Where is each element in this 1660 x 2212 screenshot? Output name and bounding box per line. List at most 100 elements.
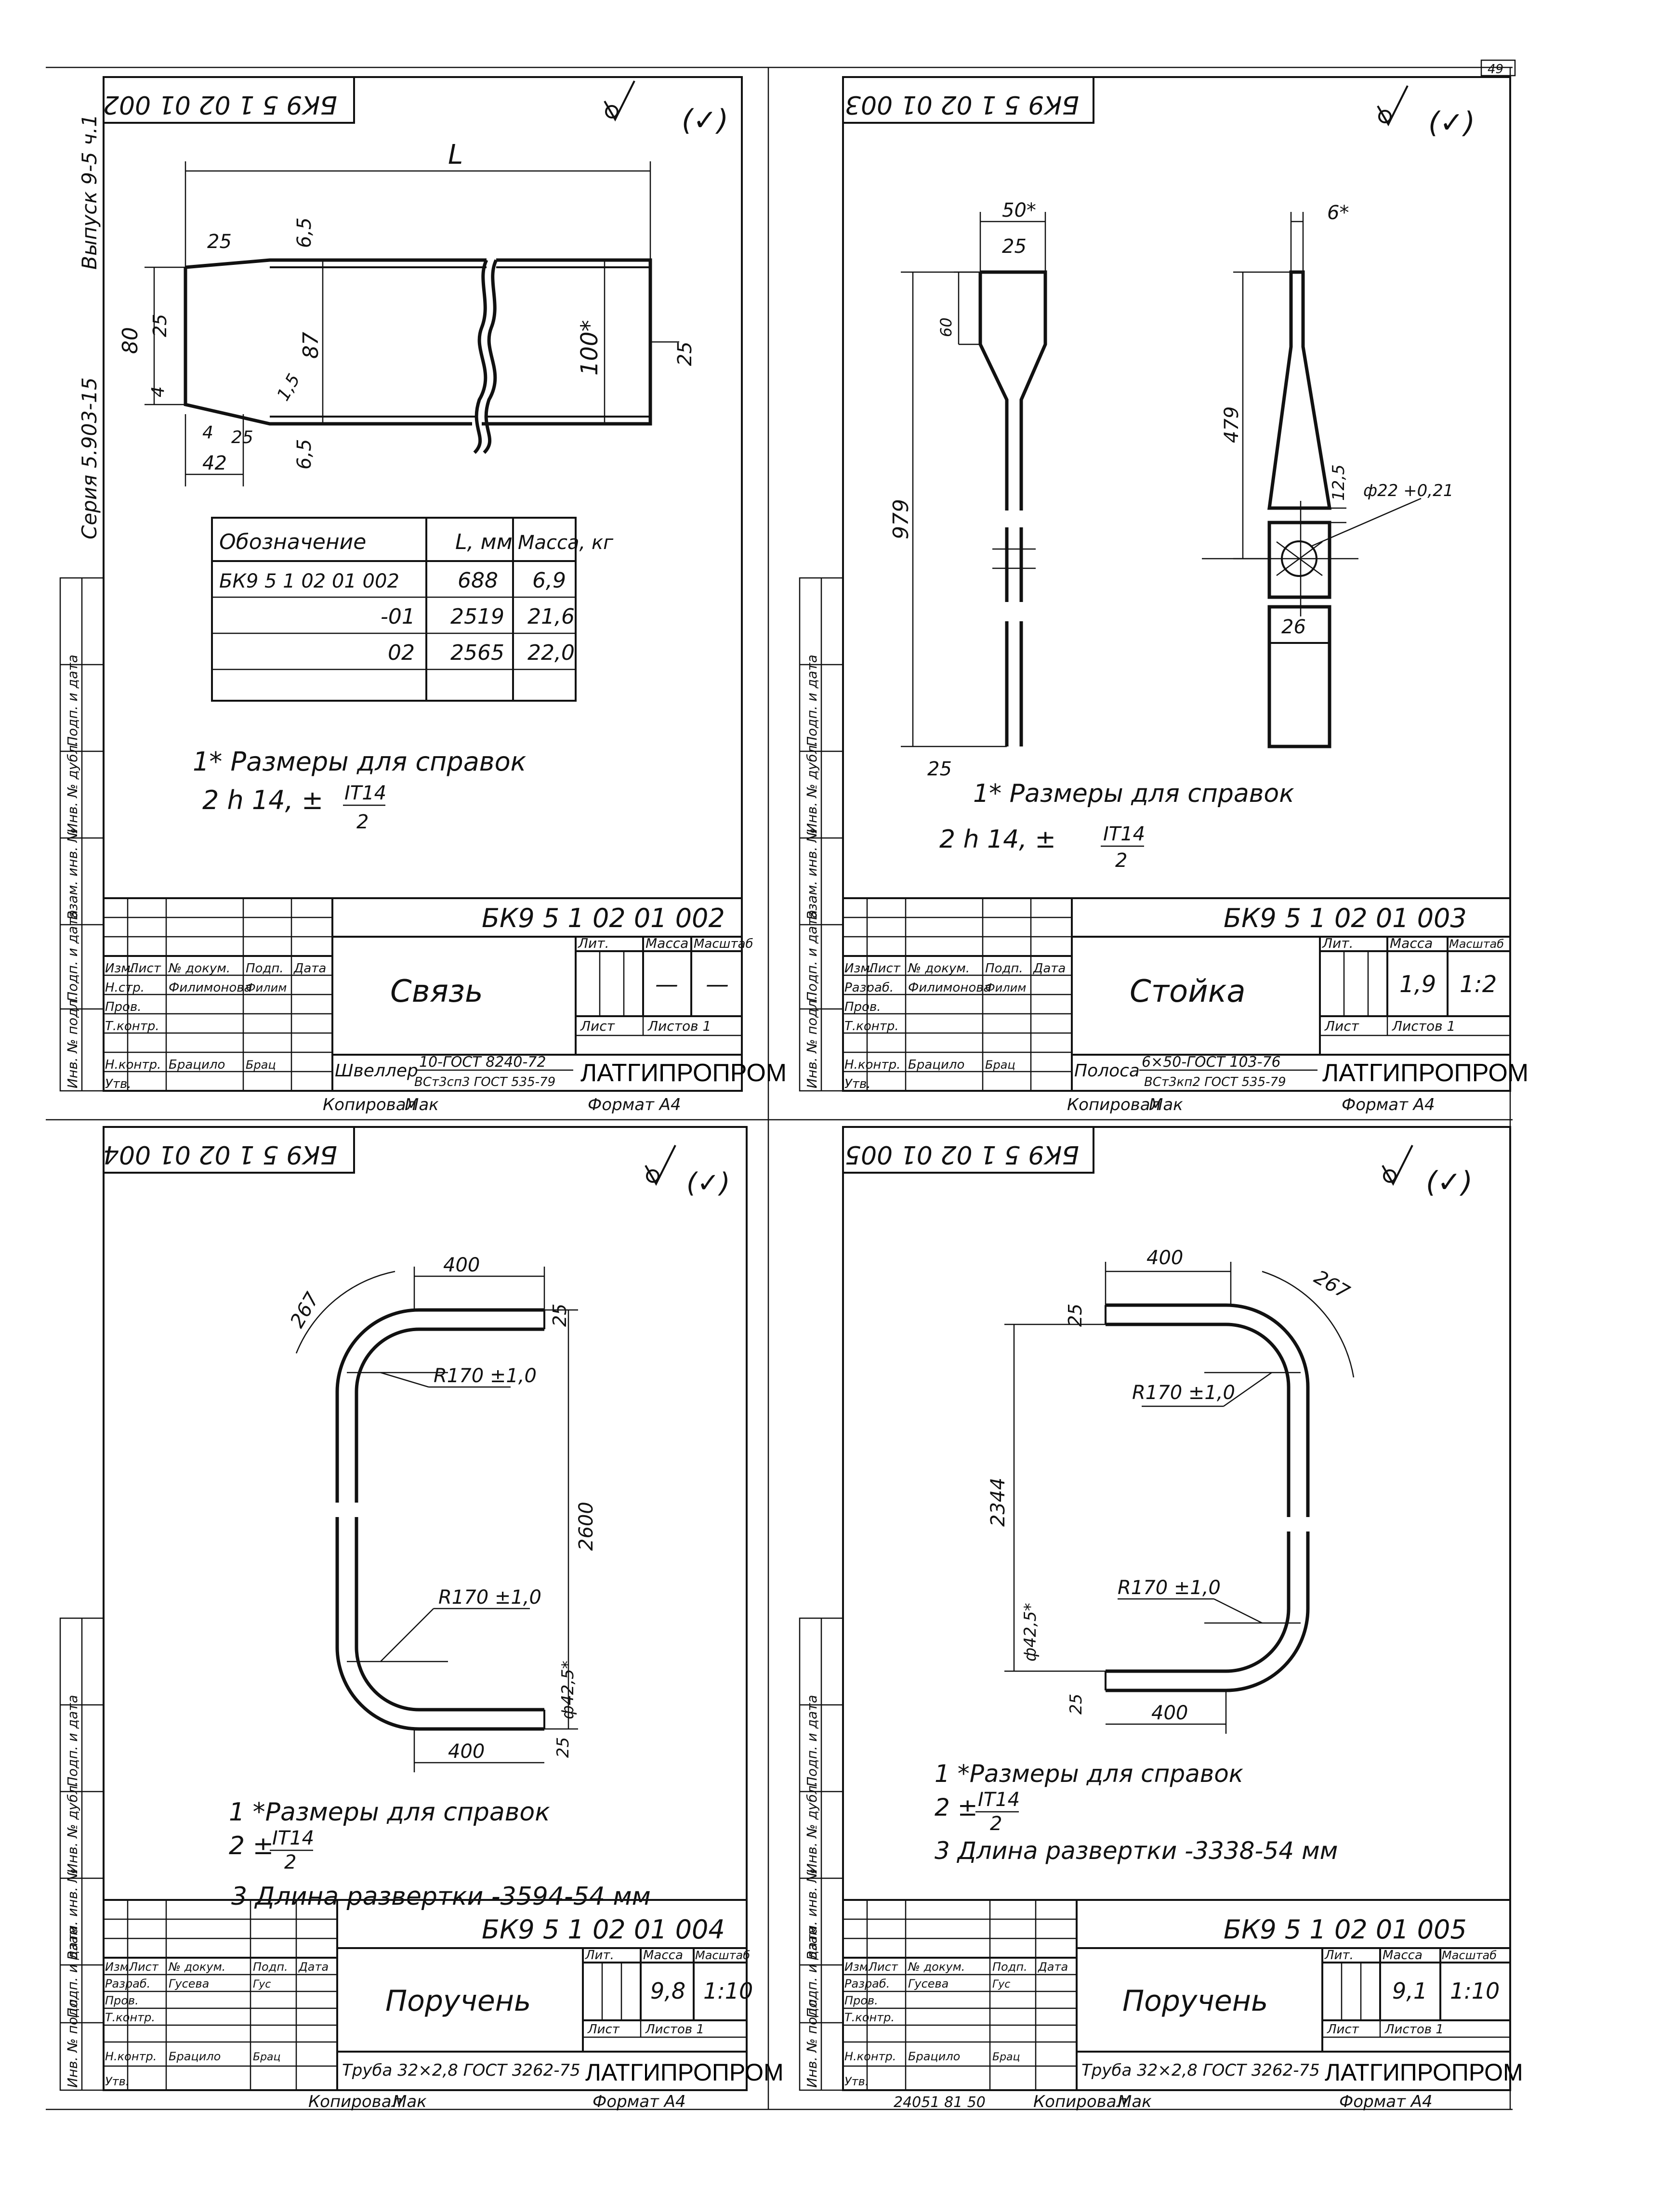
material: Полоса (1074, 1061, 1140, 1081)
table-cell: 21,6 (527, 604, 575, 629)
dim-25-d: 25 (231, 428, 253, 447)
dim-60: 60 (937, 317, 955, 337)
dim-26: 26 (1281, 616, 1306, 638)
stub-label-4: Инв. № дубл. (804, 1781, 820, 1873)
head-date: Дата (1038, 1960, 1068, 1974)
dim-phi: ф42,5* (558, 1661, 578, 1719)
dim-r170-b: R170 ±1,0 (1118, 1577, 1221, 1599)
footer-format: Формат А4 (588, 1095, 681, 1114)
dim-arc-267: 267 (286, 1288, 324, 1332)
scale-value: 1:10 (1450, 1978, 1500, 2004)
stub-label-1: Инв. № подл. (65, 1995, 80, 2088)
dim-400-a: 400 (1146, 1247, 1183, 1269)
stub-label-5: Подп. и дата (804, 1695, 820, 1787)
sheets-label: Листов 1 (1384, 2022, 1444, 2037)
stub-label-1: Инв. № подл. (804, 1995, 820, 2088)
scale-value: 1:10 (703, 1978, 753, 2004)
sheet-label: Лист (587, 2022, 620, 2037)
note-1: 1* Размеры для справок (973, 779, 1294, 808)
sheet-004: Инв. № подл. Подп. и дата Взам. инв. № И… (59, 1126, 784, 2111)
code-box-004 (103, 1126, 355, 1174)
head-sign: Подп. (985, 961, 1023, 976)
role: Н.стр. (105, 981, 145, 995)
stub-label-2: Подп. и дата (65, 910, 80, 1002)
scale-value: — (706, 971, 729, 998)
table-header-mass: Масса, кг (518, 532, 614, 554)
sheet-label: Лист (1324, 1018, 1359, 1034)
scale-label: Масштаб (694, 937, 753, 951)
issue-label: Выпуск 9-5 ч.1 (78, 114, 101, 270)
dim-6: 6* (1327, 202, 1349, 224)
title-block-004 (104, 1899, 747, 2090)
signature: Брац (992, 2051, 1020, 2063)
material-bot: ВСт3кп2 ГОСТ 535-79 (1144, 1075, 1286, 1089)
note-2-num: IT14 (344, 782, 386, 804)
title-name: Связь (390, 974, 483, 1009)
note-2-den: 2 (284, 1851, 296, 1873)
role: Пров. (105, 1994, 139, 2007)
stub-label-1: Инв. № подл. (804, 995, 820, 1088)
spec-table (211, 517, 577, 702)
head-sign: Подп. (253, 1960, 288, 1974)
mass-value: — (655, 971, 678, 998)
mass-value: 9,8 (650, 1978, 685, 2004)
org-name: ЛАТГИПРОПРОМ (580, 1059, 787, 1087)
note-2: 2 ± (229, 1832, 274, 1860)
material-top: 10-ГОСТ 8240-72 (419, 1054, 546, 1071)
code-box-005 (842, 1126, 1094, 1174)
table-cell: БК9 5 1 02 01 002 (219, 570, 399, 592)
dim-42: 42 (202, 452, 227, 474)
role: Разраб. (844, 981, 894, 995)
role: Н.контр. (105, 1058, 161, 1072)
footer-copy: Копировал (308, 2092, 402, 2111)
role: Разраб. (105, 1977, 150, 1990)
material: Швеллер (335, 1061, 418, 1081)
footer-copy-sig: Мак (393, 2092, 427, 2111)
dim-6-5-b: 6,5 (293, 439, 316, 470)
dim-25-a: 25 (207, 231, 232, 253)
roughness-note-002: (✓) (682, 104, 728, 137)
roughness-icon (1382, 1145, 1413, 1186)
sheets-label: Листов 1 (645, 2022, 704, 2037)
signature: Брац (253, 2051, 281, 2063)
person: Гусева (169, 1977, 209, 1990)
lit-label: Лит. (585, 1948, 614, 1963)
head-list: Лист (129, 961, 161, 976)
head-izm: Изм. (844, 961, 874, 976)
head-doc: № докум. (168, 1960, 225, 1974)
head-list: Лист (868, 961, 901, 976)
lit-label: Лит. (1324, 1948, 1354, 1963)
head-date: Дата (293, 961, 326, 976)
role: Т.контр. (844, 2011, 895, 2024)
head-date: Дата (298, 1960, 329, 1974)
footer-extra: 24051 81 50 (894, 2094, 986, 2111)
dim-12-5: 12,5 (1329, 464, 1348, 501)
head-list: Лист (868, 1960, 898, 1974)
strip-front-view (1202, 212, 1422, 748)
material-top: 6×50-ГОСТ 103-76 (1142, 1054, 1281, 1071)
note-3: 3 Длина развертки -3594-54 мм (231, 1882, 651, 1911)
dim-50: 50* (1002, 199, 1036, 222)
head-doc: № докум. (907, 1960, 965, 1974)
dim-arc-267: 267 (1310, 1266, 1354, 1304)
dim-phi22: ф22 +0,21 (1363, 481, 1453, 500)
head-izm: Изм. (105, 961, 134, 976)
strip-side-view (901, 212, 1047, 747)
sheets-label: Листов 1 (647, 1018, 711, 1034)
dim-87: 87 (299, 332, 323, 359)
note-1: 1 *Размеры для справок (935, 1760, 1243, 1788)
note-2: 2 h 14, ± (939, 825, 1056, 854)
footer-format: Формат А4 (1342, 1095, 1435, 1114)
roughness-icon (1377, 85, 1409, 127)
note-1: 1* Размеры для справок (193, 746, 527, 777)
stub-label-2: Подп. и дата (804, 1926, 820, 2018)
person: Брацило (169, 2050, 221, 2063)
dim-2600: 2600 (575, 1502, 597, 1551)
page-number-box (1480, 59, 1516, 77)
note-2-num: IT14 (272, 1827, 314, 1849)
dim-25-b: 25 (1067, 1694, 1086, 1715)
sheet-003: Инв. № подл. Подп. и дата Взам. инв. № И… (799, 76, 1528, 1114)
note-2-num: IT14 (978, 1789, 1020, 1811)
signature: Гус (992, 1978, 1010, 1990)
